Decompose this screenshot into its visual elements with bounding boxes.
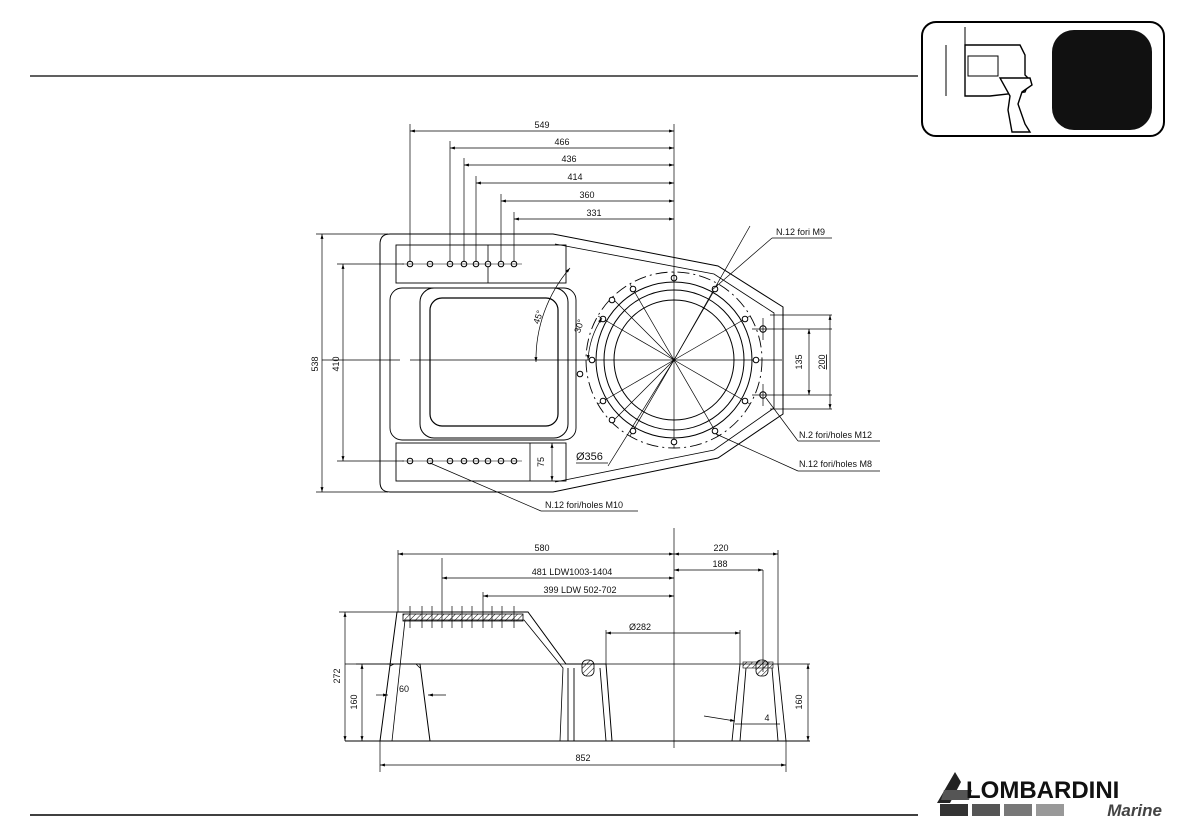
- dim-188: 188: [712, 559, 727, 569]
- dim-549: 549: [534, 120, 549, 130]
- note-m12: N.2 fori/holes M12: [799, 430, 872, 440]
- lombardini-logo: LOMBARDINI Marine: [937, 772, 1162, 820]
- base-plate-inner-outline: [555, 244, 774, 482]
- dim-410: 410: [331, 356, 341, 371]
- top-plate-section: [403, 614, 523, 621]
- dim-60: 60: [399, 684, 409, 694]
- diameter-356: Ø356: [576, 451, 603, 463]
- dim-4: 4: [764, 713, 769, 723]
- dim-272: 272: [332, 668, 342, 683]
- dim-852: 852: [575, 753, 590, 763]
- note-m10: N.12 fori/holes M10: [545, 500, 623, 510]
- dim-160-right: 160: [794, 694, 804, 709]
- thumbnail-icon: [922, 22, 1164, 136]
- dim-580: 580: [534, 543, 549, 553]
- dim-436: 436: [561, 154, 576, 164]
- mount-profile: [380, 612, 612, 741]
- dim-466: 466: [554, 137, 569, 147]
- dim-538: 538: [310, 356, 320, 371]
- logo-brand: LOMBARDINI: [966, 777, 1119, 804]
- dim-360: 360: [579, 190, 594, 200]
- top-view: 549 466 436 414 360 331 538 410 75 135 2…: [310, 120, 880, 511]
- dim-481: 481 LDW1003-1404: [532, 567, 613, 577]
- diameter-282: Ø282: [629, 622, 651, 632]
- dim-331: 331: [586, 208, 601, 218]
- dim-414: 414: [567, 172, 582, 182]
- angle-45: 45°: [531, 309, 545, 325]
- dim-200: 200: [817, 354, 827, 369]
- angle-30: 30°: [572, 318, 586, 334]
- side-view: 580 220 188 481 LDW1003-1404 399 LDW 502…: [332, 528, 810, 772]
- logo-sub: Marine: [1107, 801, 1162, 820]
- dim-135: 135: [794, 354, 804, 369]
- note-m8: N.12 fori/holes M8: [799, 459, 872, 469]
- dim-399: 399 LDW 502-702: [543, 585, 616, 595]
- dim-220: 220: [713, 543, 728, 553]
- dim-160-left: 160: [349, 694, 359, 709]
- note-m9: N.12 fori M9: [776, 227, 825, 237]
- dim-75: 75: [536, 457, 546, 467]
